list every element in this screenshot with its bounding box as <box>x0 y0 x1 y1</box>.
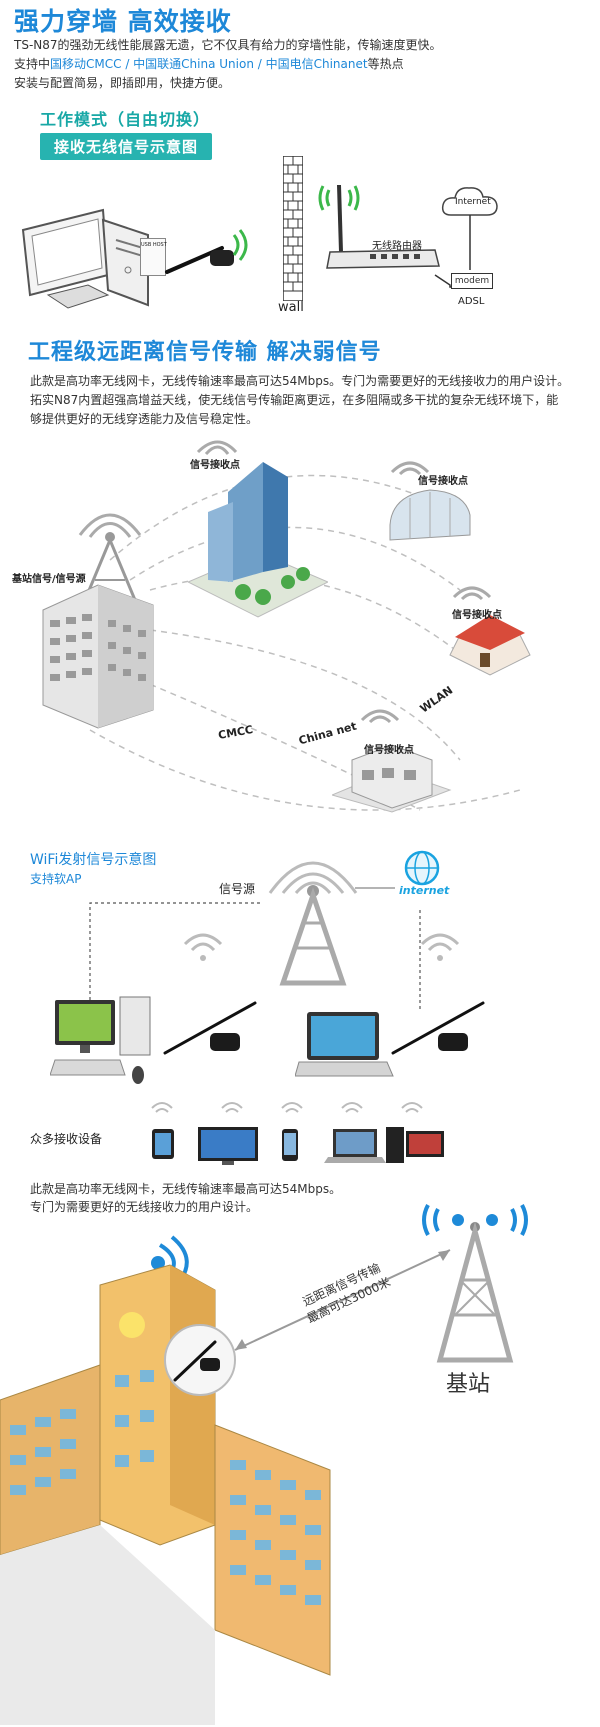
greenhouse-building <box>389 461 471 541</box>
device-wifi-icons-row <box>151 1102 423 1113</box>
carrier-list: 国移动CMCC / 中国联通China Union / 中国电信Chinanet <box>50 57 368 71</box>
section1-text-line1: TS-N87的强劲无线性能展露无遗，它不仅具有给力的穿墙性能，传输速度更快。 <box>14 38 442 52</box>
usb-adapter-left <box>163 1001 257 1055</box>
section1-title: 强力穿墙 高效接收 <box>14 7 232 36</box>
desktop-computer-illustration <box>21 208 149 309</box>
receive-point-label-3: 信号接收点 <box>452 610 502 621</box>
brick-wall <box>283 156 303 301</box>
work-mode-title: 工作模式（自由切换） <box>40 110 211 129</box>
soft-ap-subtitle: 支持软AP <box>30 872 82 886</box>
internet-globe-icon <box>404 850 440 886</box>
receive-point-label-2: 信号接收点 <box>418 476 468 487</box>
usb-wifi-adapter <box>165 229 248 274</box>
router-label: 无线路由器 <box>372 241 422 252</box>
adsl-label: ADSL <box>458 296 485 307</box>
adapter-zoom-circle <box>164 1324 236 1396</box>
receive-point-label-4: 信号接收点 <box>364 745 414 756</box>
line2-suffix: 等热点 <box>367 57 404 71</box>
internet-cloud-icon <box>441 187 498 216</box>
receiving-devices-row <box>152 1127 444 1165</box>
line2-prefix: 支持中 <box>14 57 51 71</box>
internet-label: Internet <box>455 197 491 207</box>
wifi-diagram-title: WiFi发射信号示意图 <box>30 852 157 868</box>
receive-diagram-button[interactable]: 接收无线信号示意图 <box>40 133 213 160</box>
signal-source-label: 信号源 <box>219 882 256 896</box>
wifi-tower-center <box>268 861 358 986</box>
section1-text-line2: 支持中国移动CMCC / 中国联通China Union / 中国电信China… <box>14 55 404 74</box>
connection-lines <box>89 887 421 1020</box>
section2-text-line1: 此款是高功率无线网卡，无线传输速率最高可达54Mbps。专门为需要更好的无线接收… <box>30 374 570 388</box>
section1-text-line3: 安装与配置简易，即插即用，快捷方便。 <box>14 76 231 90</box>
wifi-icon-left <box>183 933 223 961</box>
red-roof-house <box>449 586 531 676</box>
wall-label: wall <box>278 300 304 315</box>
usb-adapter-right <box>391 1001 485 1055</box>
base-station-label: 基站信号/信号源 <box>12 574 86 585</box>
internet-globe-label: internet <box>399 884 450 897</box>
section3-text-line2: 专门为需要更好的无线接收力的用户设计。 <box>30 1200 259 1214</box>
base-station-label-bottom: 基站 <box>446 1372 491 1397</box>
desktop-pc-green-screen <box>50 996 151 1084</box>
long-range-arrow <box>234 1249 451 1351</box>
wireless-router-illustration <box>318 184 440 269</box>
usb-host-box: USB HOST <box>140 238 167 276</box>
laptop-illustration <box>295 1012 394 1077</box>
base-station-tower-right <box>422 1204 528 1363</box>
section2-text-line3: 够提供更好的无线穿透能力及信号稳定性。 <box>30 412 259 426</box>
section2-title: 工程级远距离信号传输 解决弱信号 <box>28 340 382 365</box>
office-building-bottom <box>332 709 452 813</box>
section3-text-line1: 此款是高功率无线网卡，无线传输速率最高可达54Mbps。 <box>30 1182 342 1196</box>
wifi-icon-right <box>420 933 460 961</box>
section2-text-line2: 拓实N87内置超强高增益天线，使无线信号传输距离更远，在多阻隔或多干扰的复杂无线… <box>30 393 559 407</box>
modem-box: modem <box>451 273 493 289</box>
central-skyscraper <box>188 440 328 618</box>
office-building-left <box>42 584 154 729</box>
receive-point-label-1: 信号接收点 <box>190 460 240 471</box>
usb-host-label: USB HOST <box>141 242 167 248</box>
receiving-devices-label: 众多接收设备 <box>30 1132 103 1146</box>
